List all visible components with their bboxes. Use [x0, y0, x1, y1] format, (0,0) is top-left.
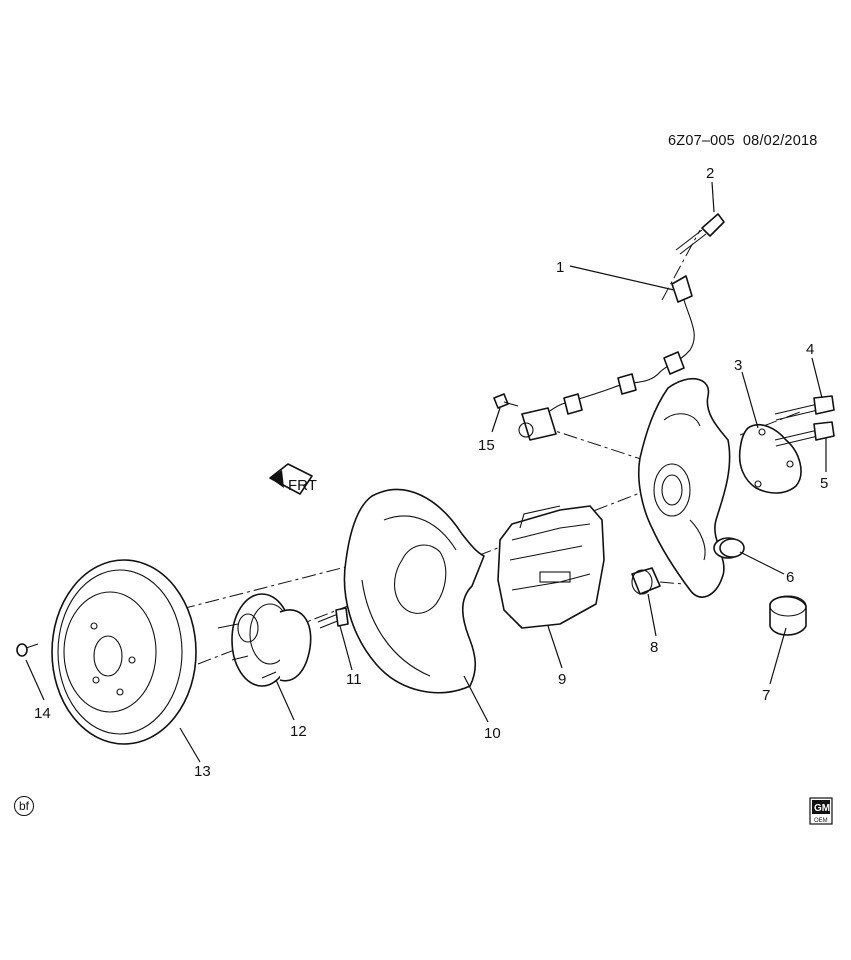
diagram-date: 08/02/2018: [742, 133, 818, 149]
bf-badge: bf: [14, 796, 34, 816]
callout-1: 1: [556, 259, 564, 276]
callout-2: 2: [706, 165, 714, 182]
part-8-bushing: [631, 567, 661, 595]
part-13-brake-rotor: [51, 559, 197, 745]
part-15-bolt: [493, 393, 519, 409]
callout-12: 12: [290, 723, 307, 740]
callout-leaders: [25, 181, 827, 763]
callout-13: 13: [194, 763, 211, 780]
part-14-screw: [16, 643, 39, 657]
front-direction-label: FRT: [288, 477, 317, 494]
part-12-hub-bearing: [217, 593, 312, 687]
callout-6: 6: [786, 569, 794, 586]
callout-4: 4: [806, 341, 814, 358]
part-11-stud: [317, 607, 349, 629]
callout-14: 14: [34, 705, 51, 722]
part-10-splash-shield: [343, 488, 485, 694]
part-2-sensor-connector: [675, 213, 725, 255]
callout-15: 15: [478, 437, 495, 454]
part-4-bolt: [774, 395, 835, 421]
logo-oem-text: OEM: [814, 818, 828, 824]
callout-8: 8: [650, 639, 658, 656]
part-6-bushing: [719, 538, 745, 558]
part-3-gasket: [738, 424, 802, 494]
callout-9: 9: [558, 671, 566, 688]
steering-knuckle: [637, 378, 743, 598]
part-5-bolt: [774, 421, 835, 447]
diagram-reference: 6Z07–005 08/02/2018: [668, 133, 818, 149]
callout-7: 7: [762, 687, 770, 704]
diagram-code: 6Z07–005: [668, 133, 735, 149]
callout-11: 11: [346, 671, 362, 688]
part-1-wheel-speed-sensor-harness: [518, 275, 695, 441]
part-7-bushing: [769, 595, 807, 636]
part-9-brake-caliper: [497, 505, 605, 629]
logo-gm-text: GM: [814, 803, 830, 814]
callout-5: 5: [820, 475, 828, 492]
callout-10: 10: [484, 725, 501, 742]
gm-oem-logo: GM OEM: [809, 797, 833, 825]
callout-3: 3: [734, 357, 742, 374]
callout-numbers: 1 2 3 4 5 6 7 8 9 10 11 12 13 14 15: [34, 165, 828, 780]
front-direction-marker: FRT: [269, 463, 317, 495]
